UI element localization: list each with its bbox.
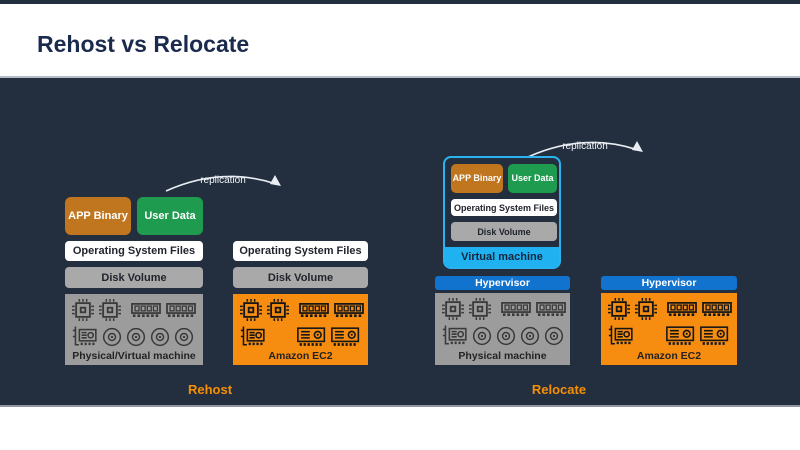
disk-icon (102, 327, 122, 347)
ram-icon (131, 303, 161, 317)
cpu-icon (72, 299, 94, 321)
virtual-machine-label: Virtual machine (445, 247, 559, 267)
amazon-ec2-box: Amazon EC2 (233, 294, 368, 365)
top-accent-bar (0, 0, 800, 4)
ram-icon (536, 302, 566, 316)
cpu-icon (608, 298, 630, 320)
diagram-canvas: replication APP Binary User Data Operati… (0, 78, 800, 405)
disk-icon (150, 327, 170, 347)
os-files-box: Operating System Files (233, 241, 368, 261)
machine-label: Physical machine (458, 350, 547, 362)
physical-machine-box: Physical machine (435, 293, 570, 365)
disk-icon (520, 326, 540, 346)
hardware-row (72, 299, 196, 321)
machine-label: Amazon EC2 (636, 350, 702, 362)
machine-label: Amazon EC2 (268, 350, 333, 362)
app-binary-box: APP Binary (451, 164, 503, 193)
disk-icon (126, 327, 146, 347)
hardware-row (442, 298, 563, 320)
disk-volume-box: Disk Volume (451, 222, 557, 241)
gpu-card-icon (331, 327, 361, 347)
ram-icon (501, 302, 531, 316)
amazon-ec2-box: Amazon EC2 (601, 293, 737, 365)
cpu-icon (635, 298, 657, 320)
gpu-card-icon (700, 326, 730, 346)
disk-icon (472, 326, 492, 346)
header-divider (0, 76, 800, 78)
network-card-icon (442, 324, 468, 347)
disk-icon (174, 327, 194, 347)
os-files-box: Operating System Files (451, 199, 557, 216)
replication-arrow-relocate: replication (520, 128, 650, 164)
disk-volume-box: Disk Volume (65, 267, 203, 288)
app-binary-box: APP Binary (65, 197, 131, 235)
cpu-icon (240, 299, 262, 321)
ram-icon (166, 303, 196, 317)
gpu-card-icon (297, 327, 327, 347)
hardware-row (608, 324, 730, 347)
relocate-section-label: Relocate (531, 382, 587, 397)
hardware-row (608, 298, 730, 320)
cpu-icon (99, 299, 121, 321)
disk-icon (496, 326, 516, 346)
virtual-machine-container: APP Binary User Data Operating System Fi… (443, 156, 561, 269)
replication-label: replication (200, 175, 246, 186)
disk-icon (544, 326, 564, 346)
network-card-icon (608, 324, 634, 347)
hypervisor-bar: Hypervisor (435, 276, 570, 290)
cpu-icon (442, 298, 464, 320)
hardware-row (240, 325, 361, 348)
curved-arrow-icon (165, 175, 281, 192)
page-title: Rehost vs Relocate (37, 31, 250, 57)
os-files-box: Operating System Files (65, 241, 203, 261)
ram-icon (702, 302, 732, 316)
cpu-icon (267, 299, 289, 321)
footer-divider (0, 405, 800, 407)
disk-volume-box: Disk Volume (233, 267, 368, 288)
hypervisor-bar: Hypervisor (601, 276, 737, 290)
gpu-card-icon (666, 326, 696, 346)
ram-icon (334, 303, 364, 317)
replication-arrow-rehost: replication (158, 162, 288, 198)
network-card-icon (240, 325, 266, 348)
hardware-row (72, 325, 196, 348)
physical-virtual-machine-box: Physical/Virtual machine (65, 294, 203, 365)
ram-icon (299, 303, 329, 317)
user-data-box: User Data (508, 164, 557, 193)
replication-label: replication (562, 141, 608, 152)
rehost-section-label: Rehost (187, 382, 233, 397)
user-data-box: User Data (137, 197, 203, 235)
hardware-row (442, 324, 563, 347)
curved-arrow-icon (527, 141, 643, 158)
cpu-icon (469, 298, 491, 320)
network-card-icon (72, 325, 98, 348)
ram-icon (667, 302, 697, 316)
machine-label: Physical/Virtual machine (72, 350, 196, 362)
hardware-row (240, 299, 361, 321)
